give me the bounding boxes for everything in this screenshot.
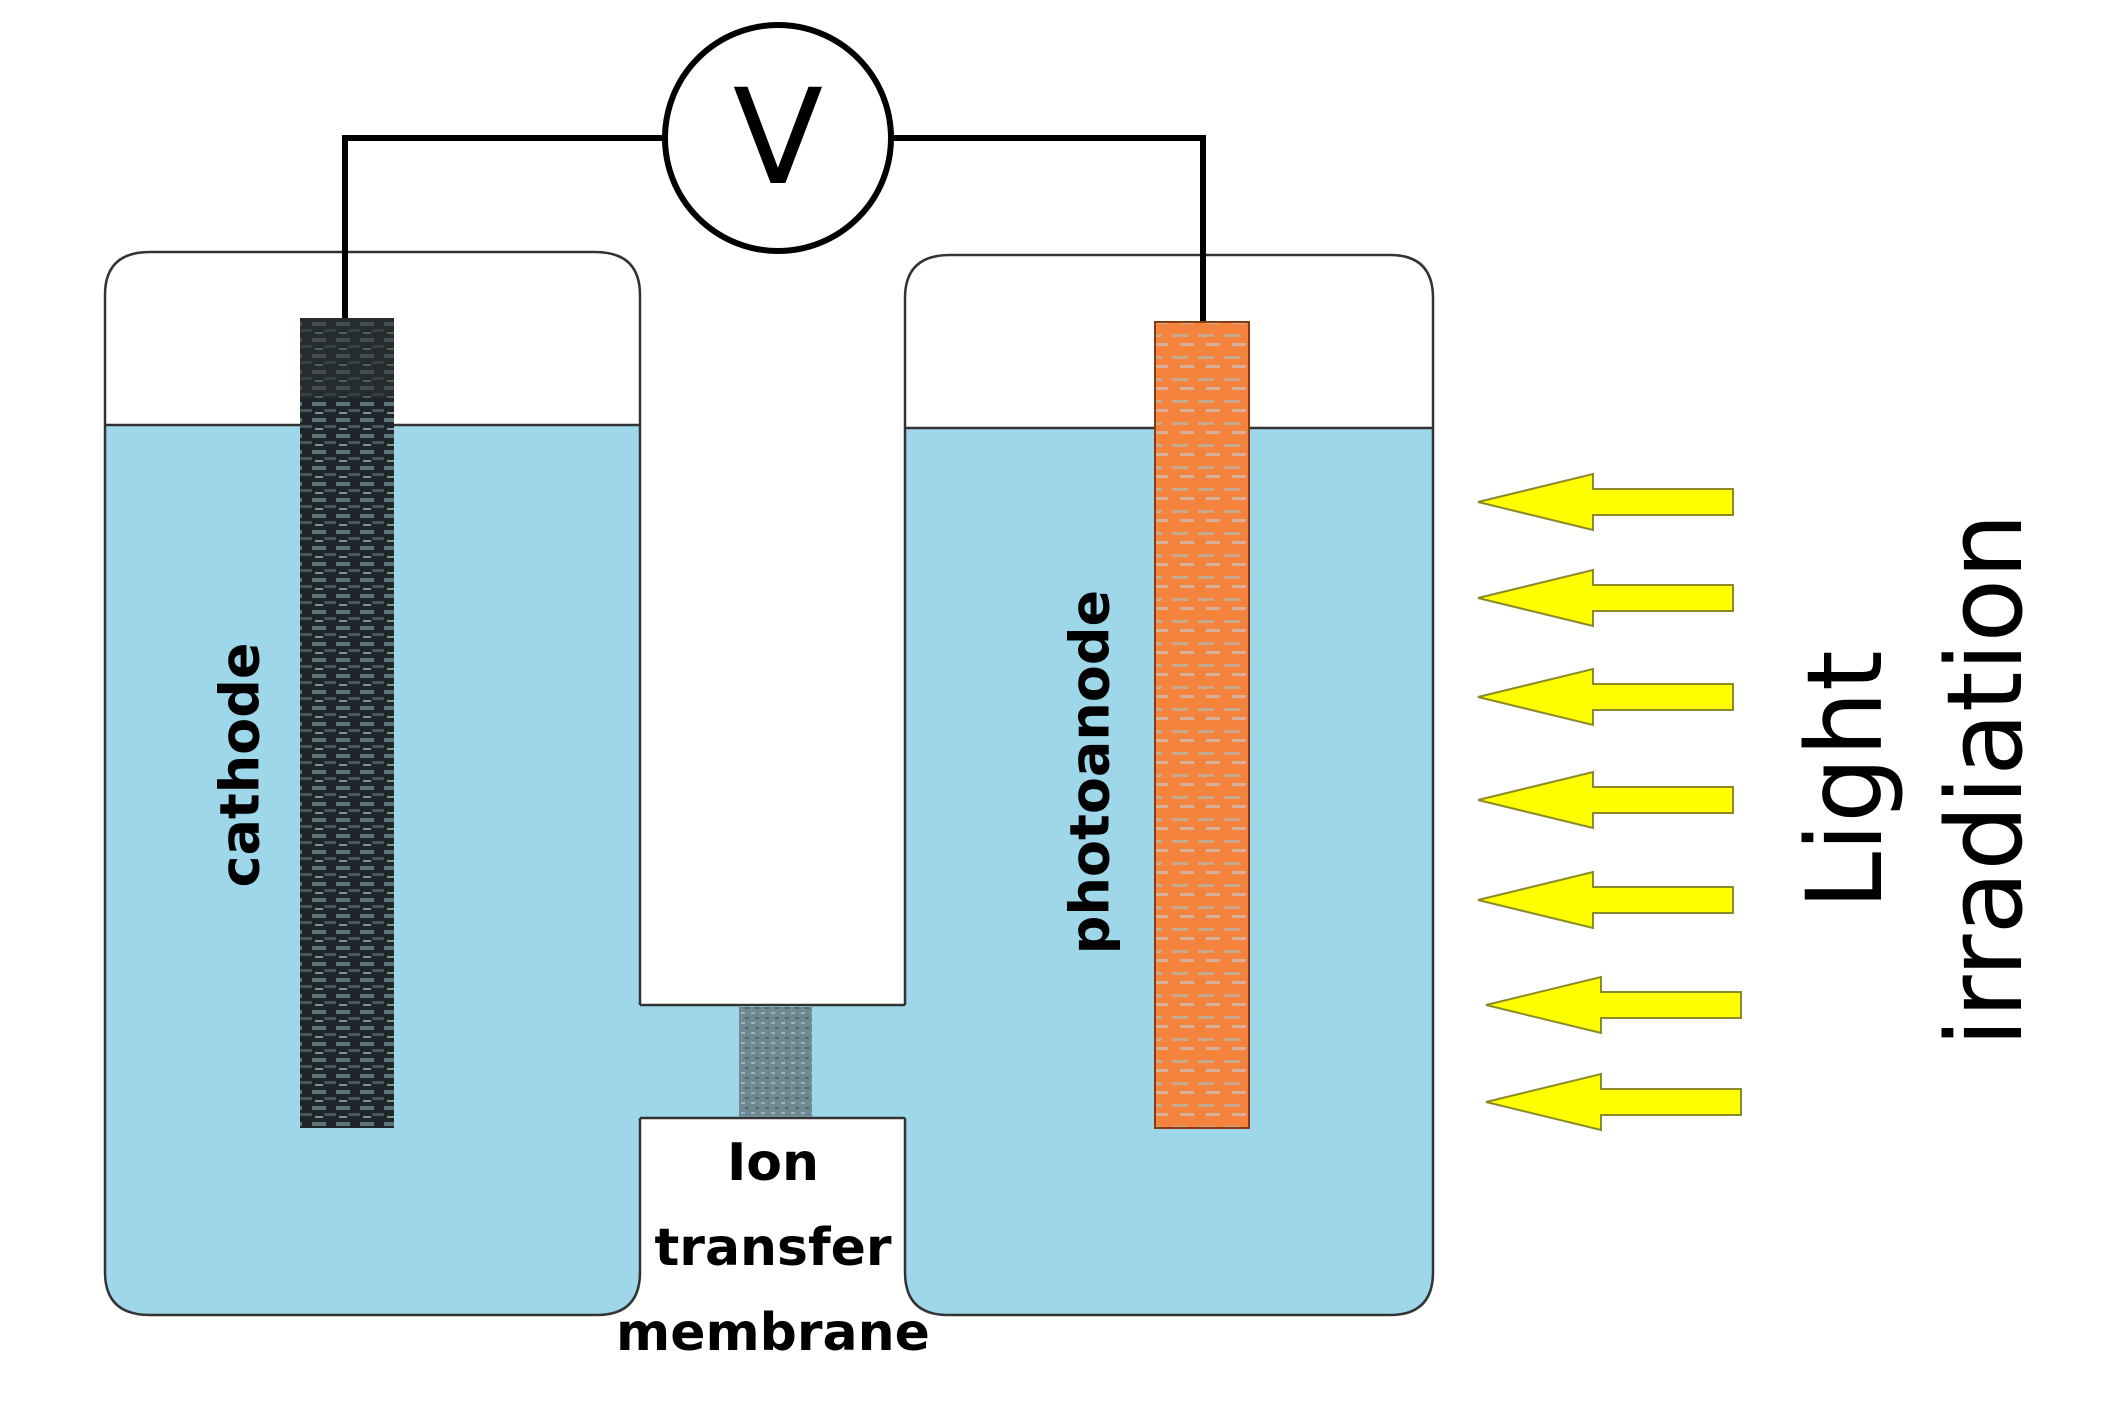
light-arrows [1477, 472, 1742, 1132]
arrow-left-icon [1477, 770, 1734, 830]
cathode-label: cathode [209, 642, 272, 887]
external-circuit-wire [342, 135, 1206, 322]
svg-text:transfer: transfer [654, 1218, 891, 1278]
light-irradiation-label: Light irradiation [1784, 513, 2046, 1047]
arrow-left-icon [1477, 472, 1734, 532]
ion-transfer-membrane [739, 1007, 812, 1117]
arrow-left-icon [1485, 975, 1742, 1035]
photoanode-label: photoanode [1059, 590, 1122, 954]
membrane-label: Ion transfer membrane [616, 1133, 930, 1363]
svg-text:Light: Light [1784, 650, 1906, 910]
right-container-outline [903, 253, 1435, 1317]
photoanode-electrode [1154, 321, 1250, 1129]
arrow-left-icon [1485, 1072, 1742, 1132]
voltmeter-icon: V [662, 22, 894, 254]
voltmeter-symbol: V [733, 61, 823, 215]
svg-text:membrane: membrane [616, 1303, 930, 1363]
arrow-left-icon [1477, 568, 1734, 628]
cathode-electrode [300, 318, 394, 1128]
svg-text:Ion: Ion [727, 1133, 819, 1193]
left-container-outline [103, 250, 642, 1317]
arrow-left-icon [1477, 667, 1734, 727]
arrow-left-icon [1477, 870, 1734, 930]
svg-text:irradiation: irradiation [1924, 513, 2046, 1047]
